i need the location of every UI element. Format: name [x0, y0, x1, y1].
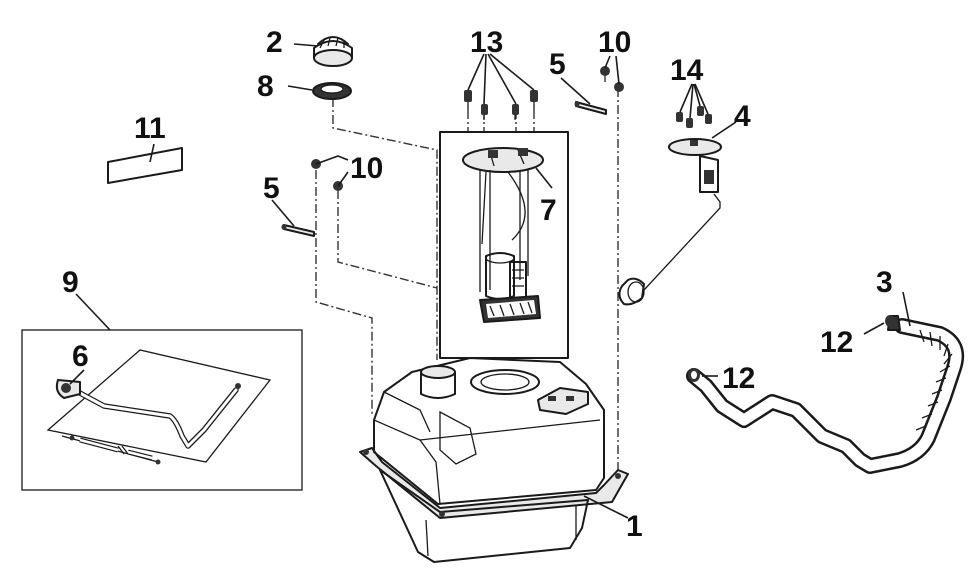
callout-10-left: 10: [350, 152, 383, 185]
breather-hose-kit: [21, 329, 303, 491]
hose-clamp-center: [688, 368, 700, 382]
callout-12-center: 12: [722, 362, 755, 395]
fuel-hose-right: [686, 315, 965, 474]
callout-5-top: 5: [549, 48, 566, 81]
callout-4: 4: [734, 100, 751, 133]
callout-3: 3: [876, 266, 893, 299]
fuel-tank: [359, 357, 629, 563]
breather-valve: [55, 379, 81, 399]
cap-gasket: [312, 82, 352, 100]
fuel-cap: [313, 36, 353, 67]
callout-14: 14: [670, 54, 704, 87]
callout-5-left: 5: [263, 172, 280, 205]
tank-mount-bolt-top: [574, 101, 607, 115]
callout-6: 6: [72, 340, 89, 373]
callout-2: 2: [266, 26, 283, 59]
tank-mount-bolt-left: [281, 224, 315, 237]
callout-9: 9: [62, 266, 79, 299]
callout-1: 1: [626, 510, 643, 543]
fuel-pump-assembly: [439, 131, 569, 359]
callout-13: 13: [470, 26, 503, 59]
nut-top: [600, 66, 624, 92]
hose-clamp-right: [885, 315, 895, 327]
callout-8: 8: [257, 70, 274, 103]
callout-7: 7: [540, 194, 557, 227]
callout-12-right: 12: [820, 326, 853, 359]
callout-labels: 1 2 3 4 5 5 6 7 8 9 10 10 11 12 12 13 14: [62, 26, 893, 543]
leader-lines: [69, 43, 911, 519]
pump-screws: [464, 90, 538, 120]
fuel-level-sender: [618, 138, 722, 306]
label-plate: [107, 147, 183, 184]
callout-10-top: 10: [598, 26, 631, 59]
sender-screws: [676, 106, 712, 128]
callout-11: 11: [134, 112, 166, 145]
